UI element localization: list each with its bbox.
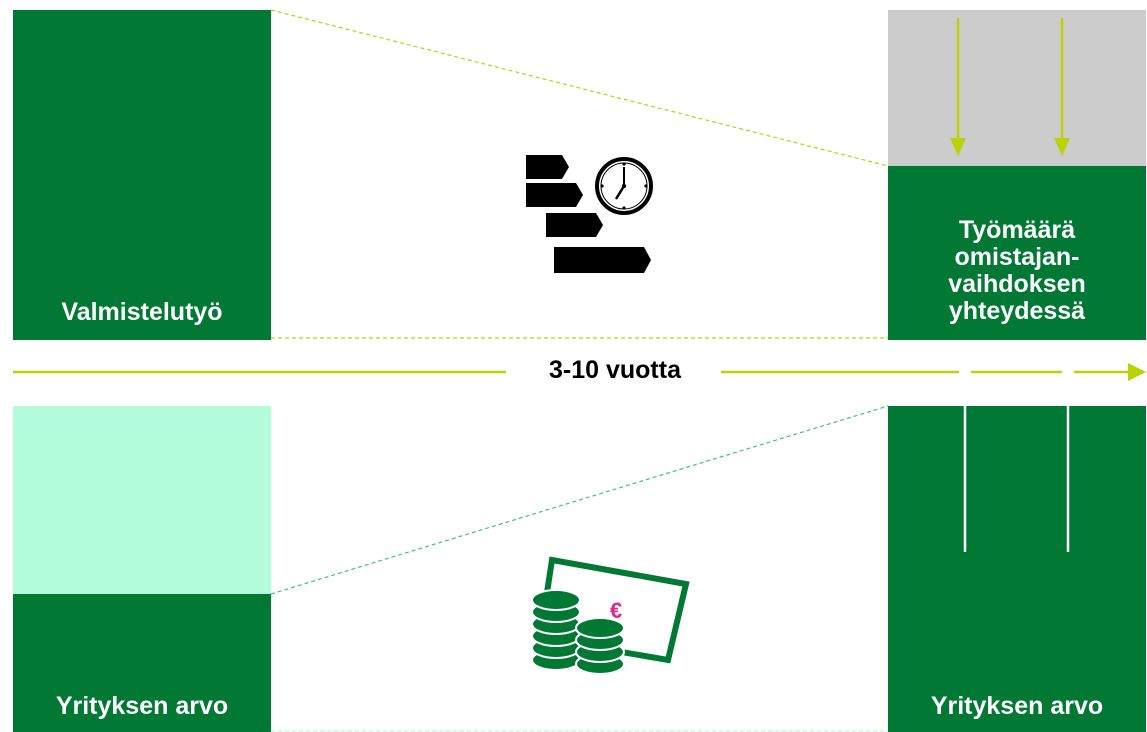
euro-symbol: € — [610, 598, 622, 623]
workload-block: Työmäärä omistajan- vaihdoksen yhteydess… — [888, 166, 1146, 340]
workload-label-line: Työmäärä — [958, 216, 1076, 244]
workload-label-line: vaihdoksen — [948, 270, 1086, 298]
top-connector-line — [270, 9, 889, 167]
workload-label: Työmäärä omistajan- vaihdoksen yhteydess… — [888, 217, 1146, 325]
company-value-left-label: Yrityksen arvo — [55, 692, 229, 720]
preparation-work-block: Valmistelutyö — [13, 10, 271, 340]
timeline-arrowhead — [1128, 363, 1146, 381]
workload-label-line: yhteydessä — [948, 297, 1086, 325]
arrow-down-icon — [1054, 18, 1070, 156]
company-value-mint-area — [13, 406, 271, 594]
arrow-down-icon — [950, 18, 966, 156]
timeline-label: 3-10 vuotta — [549, 356, 681, 384]
workload-label-line: omistajan- — [954, 243, 1080, 271]
company-value-right-label: Yrityksen arvo — [930, 692, 1104, 720]
arrow-up-icon — [957, 360, 973, 552]
preparation-work-label: Valmistelutyö — [61, 298, 223, 326]
company-value-right-block: Yrityksen arvo — [888, 406, 1146, 732]
euro-money-coins-icon: € — [531, 556, 690, 675]
bottom-connector-line — [270, 405, 889, 595]
company-value-left-block: Yrityksen arvo — [13, 594, 271, 732]
workload-grey-area — [888, 10, 1146, 166]
task-schedule-clock-icon — [526, 155, 653, 273]
arrow-up-icon — [1060, 360, 1076, 552]
